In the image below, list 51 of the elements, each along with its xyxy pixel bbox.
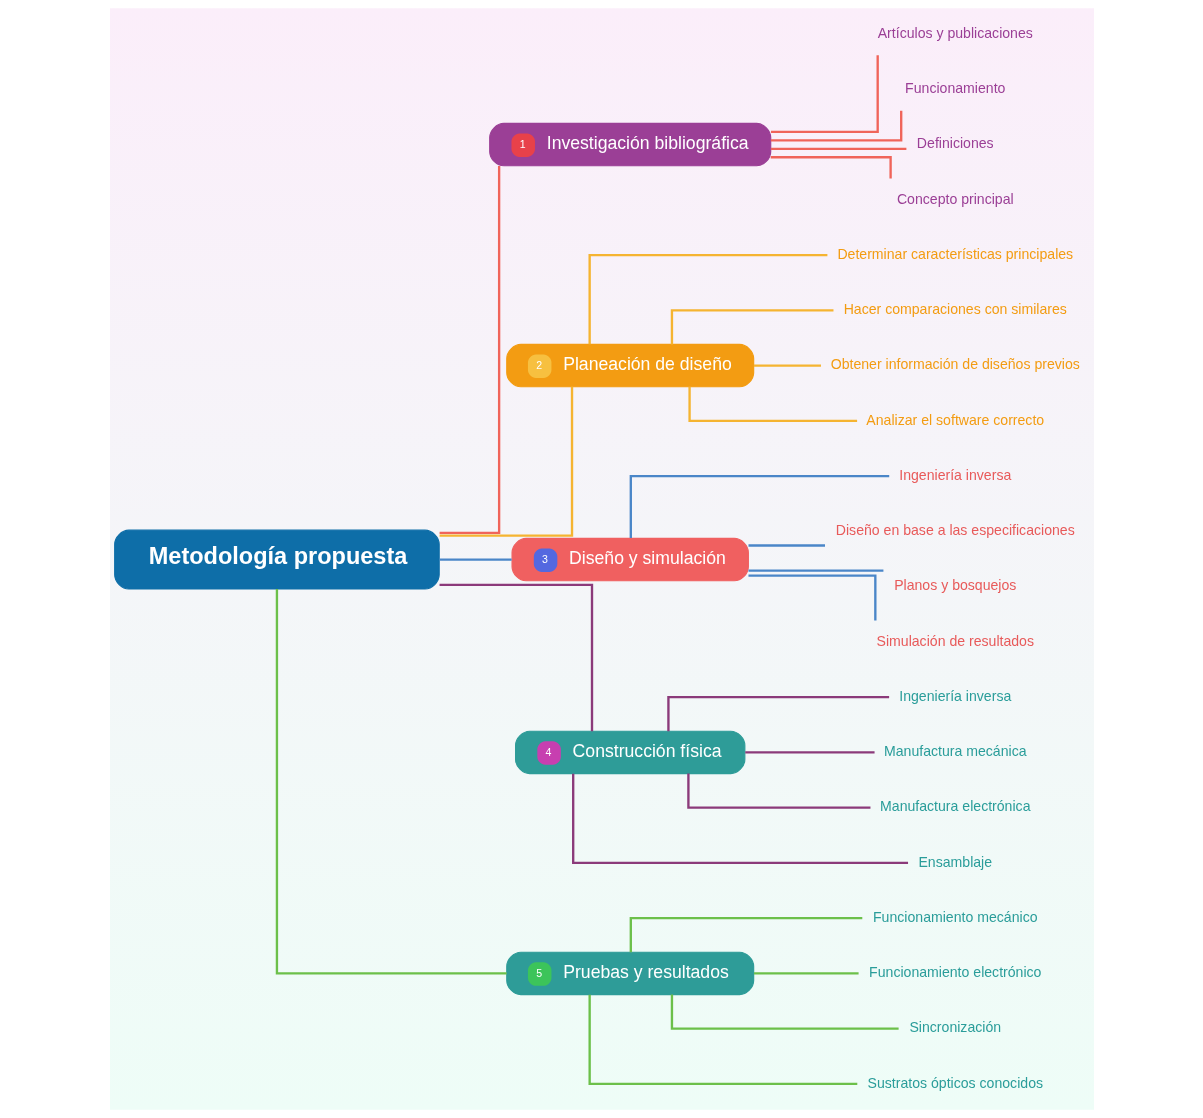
node-text: Concepto principal [896, 190, 1014, 207]
connector [748, 544, 825, 547]
node-text: Ingeniería inversa [898, 687, 1011, 704]
connector [770, 147, 906, 150]
node-box: 2 Planeación de diseño [505, 343, 754, 388]
node-text: Determinar características principales [836, 245, 1073, 262]
node-text: Funcionamiento [904, 79, 1005, 96]
connector [744, 751, 875, 754]
connector [770, 110, 902, 142]
connector [670, 309, 833, 345]
node-box: 3 Diseño y simulación [510, 537, 749, 582]
node-text: Definiciones [916, 135, 994, 152]
node-text: Obtener información de diseños previos [830, 356, 1080, 373]
node-box: 4 Construcción física [514, 730, 745, 775]
node-text: Sincronización [908, 1019, 1001, 1036]
connector [670, 994, 899, 1030]
node-text: Diseño en base a las especificaciones [835, 522, 1075, 539]
connector [687, 386, 857, 423]
node-text: Artículos y publicaciones [877, 24, 1033, 41]
connector [588, 253, 827, 345]
connector [770, 55, 879, 134]
connector [439, 166, 500, 535]
connector [753, 972, 859, 975]
connector [275, 589, 507, 975]
node-text: Hacer comparaciones con similares [843, 301, 1067, 317]
node-text: Sustratos ópticos conocidos [867, 1074, 1043, 1091]
node-text: Analizar el software correcto [865, 411, 1044, 428]
node-text: Manufactura mecánica [883, 743, 1027, 760]
node-text: Simulación de resultados [876, 632, 1034, 649]
node-text: Funcionamiento mecánico [872, 908, 1038, 925]
connector [629, 474, 889, 539]
connector [571, 773, 908, 865]
connector [666, 695, 889, 732]
connector [439, 583, 593, 732]
connector [748, 569, 883, 572]
connector [629, 916, 862, 953]
node-box: 5 Pruebas y resultados [505, 951, 754, 996]
connector [753, 364, 821, 367]
node-text: Manufactura electrónica [879, 798, 1030, 815]
connector [439, 386, 573, 537]
connector [770, 156, 892, 179]
node-text: Funcionamiento electrónico [868, 964, 1041, 981]
node-text: Planos y bosquejos [893, 577, 1016, 594]
connector [747, 574, 876, 621]
node-box: Metodología propuesta [113, 529, 440, 590]
node-text: Ingeniería inversa [898, 466, 1011, 483]
connector [439, 558, 512, 561]
node-text: Ensamblaje [917, 853, 992, 870]
node-box: 1 Investigación bibliográfica [488, 122, 771, 167]
connector [588, 994, 857, 1086]
connector [686, 773, 870, 809]
